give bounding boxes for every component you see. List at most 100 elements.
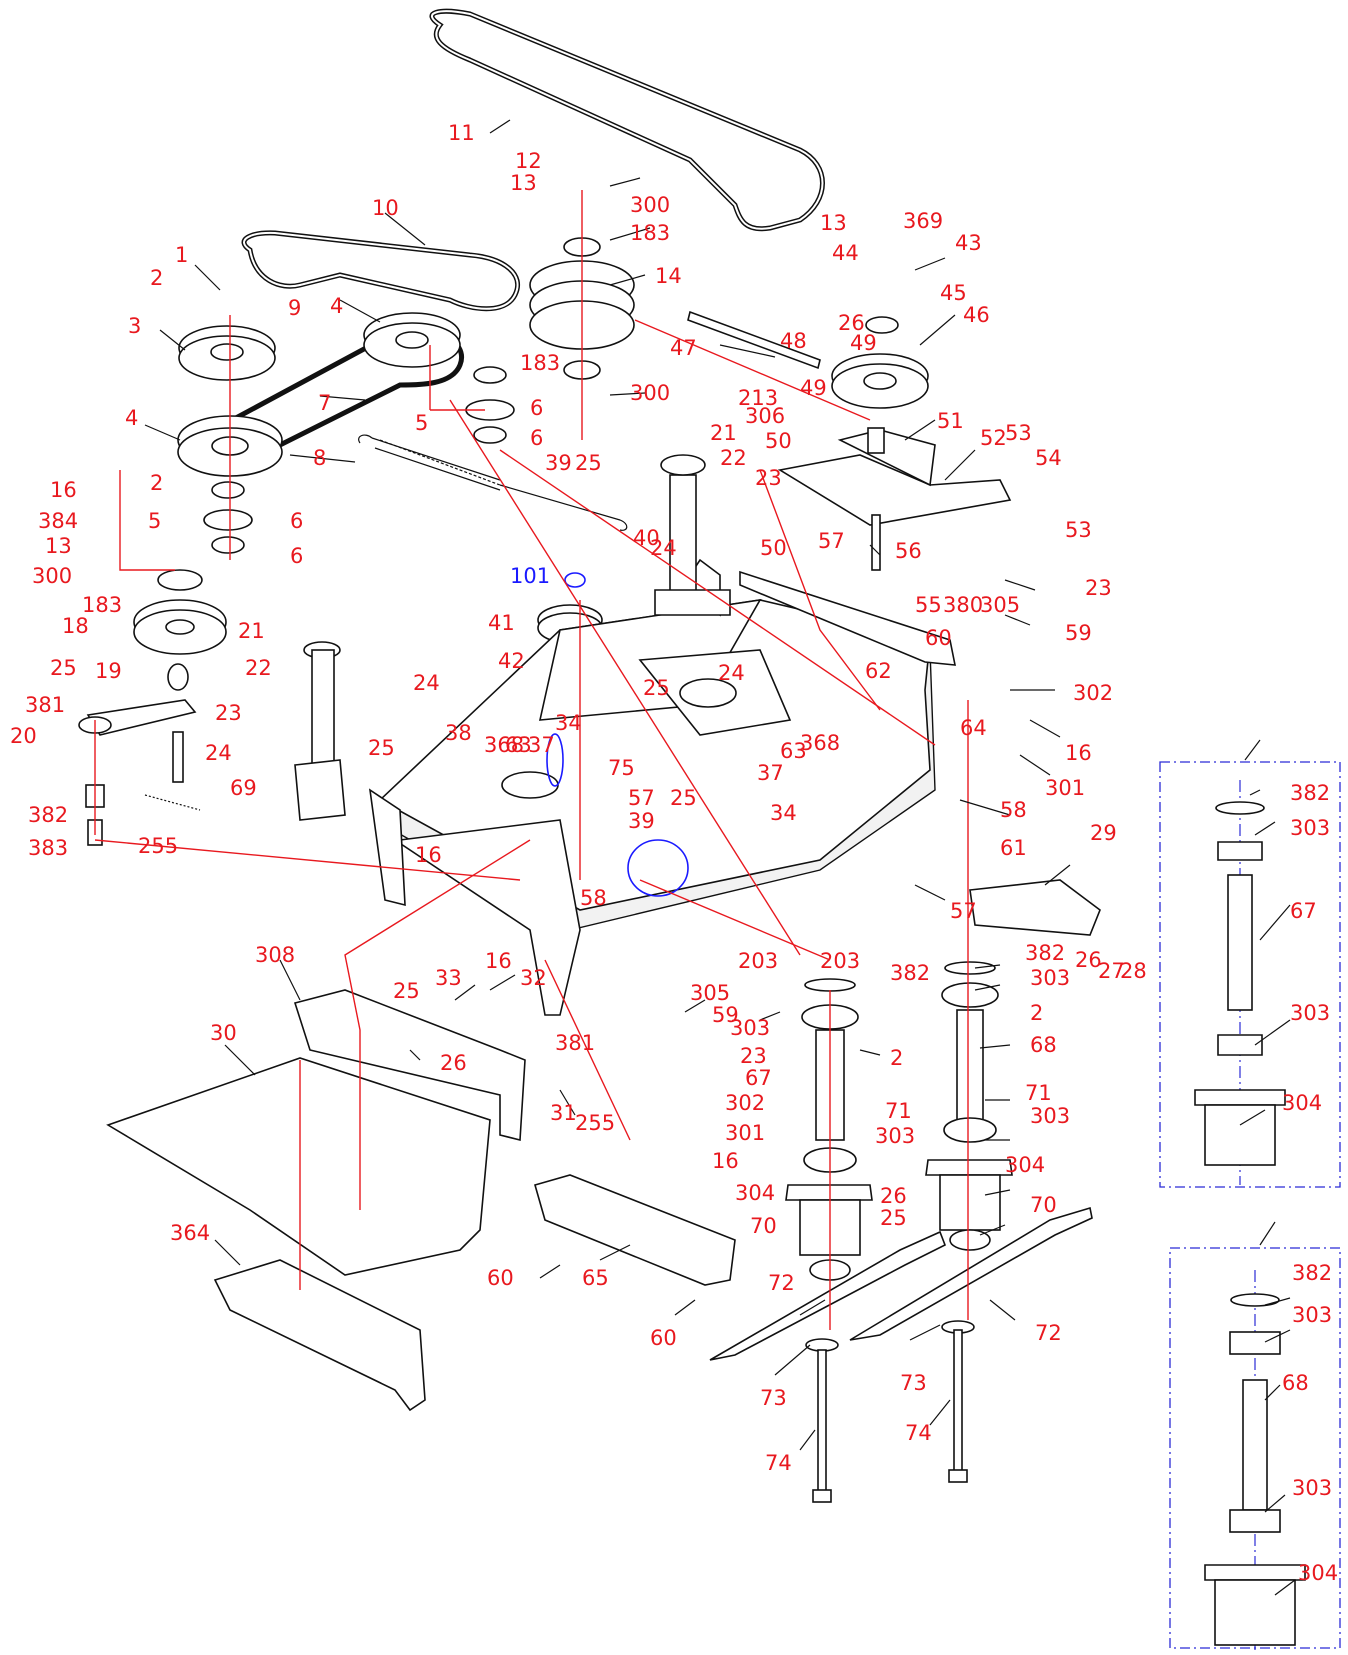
label-37: 39 <box>545 451 572 475</box>
label-255: 255 <box>575 1111 615 1135</box>
label-305b: 304 <box>735 1181 775 1205</box>
label-24e: 25 <box>393 979 420 1003</box>
label-301b: 302 <box>725 1091 765 1115</box>
label-306b: 305 <box>690 981 730 1005</box>
label-303: 364 <box>170 1221 210 1245</box>
label-50: 51 <box>937 409 964 433</box>
label-24d: 25 <box>880 1206 907 1230</box>
label-68: 69 <box>230 776 257 800</box>
label-24g: 25 <box>50 656 77 680</box>
pulley-3 <box>178 325 276 381</box>
discharge-chute-29 <box>106 1057 491 1276</box>
label-16b: 16 <box>712 1149 739 1173</box>
label-6b: 6 <box>530 426 543 450</box>
label-63: 63 <box>780 739 807 763</box>
label-70: 71 <box>1025 1081 1052 1105</box>
spindle-67-assembly <box>925 961 1013 1251</box>
label-22: 23 <box>755 466 782 490</box>
label-66-inset1: 67 <box>1290 899 1317 923</box>
bracket-303 <box>213 1259 426 1412</box>
label-16e: 16 <box>50 478 77 502</box>
height-post-20 <box>294 641 346 821</box>
label-22b: 23 <box>1085 576 1112 600</box>
label-304d: 303 <box>875 1124 915 1148</box>
label-21b: 22 <box>245 656 272 680</box>
label-13b: 13 <box>820 211 847 235</box>
inset-384 <box>1169 1247 1341 1650</box>
label-24c: 25 <box>670 786 697 810</box>
label-45: 46 <box>963 303 990 327</box>
label-5b: 5 <box>148 509 161 533</box>
label-39: 39 <box>628 809 655 833</box>
label-24: 25 <box>643 676 670 700</box>
label-101c: 183 <box>82 593 122 617</box>
label-54: 55 <box>915 593 942 617</box>
label-7: 7 <box>318 391 331 415</box>
label-53: 54 <box>1035 446 1062 470</box>
bracket-302 <box>293 989 526 1142</box>
label-364b: 368 <box>484 733 524 757</box>
belt-10 <box>241 230 521 312</box>
label-24f: 25 <box>368 736 395 760</box>
label-40: 41 <box>488 611 515 635</box>
spacer-5-6-stack <box>203 366 515 554</box>
blue-loop-74 <box>546 733 564 787</box>
label-382-inset1: 382 <box>1290 781 1330 805</box>
label-59b: 59 <box>712 1003 739 1027</box>
label-62: 62 <box>865 659 892 683</box>
label-46: 47 <box>670 336 697 360</box>
label-52b: 53 <box>1065 518 1092 542</box>
label-19: 20 <box>10 724 37 748</box>
label-6c: 6 <box>290 509 303 533</box>
label-41: 42 <box>498 649 525 673</box>
label-30: 31 <box>550 1101 577 1125</box>
pulley-4-top <box>363 312 461 368</box>
blade-71-left <box>709 1230 947 1361</box>
label-33: 34 <box>770 801 797 825</box>
label-13: 13 <box>510 171 537 195</box>
label-381: 384 <box>38 509 78 533</box>
label-42: 43 <box>955 231 982 255</box>
label-22c: 23 <box>740 1044 767 1068</box>
label-364: 368 <box>800 731 840 755</box>
label-69b: 70 <box>750 1214 777 1238</box>
label-300: 301 <box>1045 776 1085 800</box>
label-14: 14 <box>655 264 682 288</box>
label-304-inset2a: 303 <box>1292 1303 1332 1327</box>
label-20: 21 <box>710 421 737 445</box>
label-25d: 26 <box>440 1051 467 1075</box>
label-8: 8 <box>313 446 326 470</box>
label-368: 381 <box>555 1031 595 1055</box>
label-51: 52 <box>980 426 1007 450</box>
spring-213 <box>144 794 201 811</box>
label-65: 65 <box>582 1266 609 1290</box>
label-101: 183 <box>630 221 670 245</box>
label-2c: 2 <box>890 1046 903 1070</box>
label-49b: 50 <box>760 536 787 560</box>
label-71: 72 <box>768 1271 795 1295</box>
belt-11 <box>429 8 825 232</box>
label-302: 308 <box>255 943 295 967</box>
label-23c: 24 <box>413 671 440 695</box>
rod-46 <box>687 310 821 370</box>
label-58: 58 <box>1000 798 1027 822</box>
label-56: 57 <box>818 529 845 553</box>
label-16: 16 <box>1065 741 1092 765</box>
label-213: 255 <box>138 834 178 858</box>
label-4b: 4 <box>125 406 138 430</box>
label-5: 5 <box>415 411 428 435</box>
label-60b: 60 <box>487 1266 514 1290</box>
label-63b: 63 <box>505 733 532 757</box>
pulley-17-idler <box>133 569 227 655</box>
label-305: 304 <box>1005 1153 1045 1177</box>
label-301: 302 <box>1073 681 1113 705</box>
label-2: 2 <box>150 266 163 290</box>
label-25c: 26 <box>880 1184 907 1208</box>
label-299: 300 <box>630 193 670 217</box>
label-306: 305 <box>980 593 1020 617</box>
idler-arm-19 <box>78 663 197 846</box>
label-299c: 300 <box>32 564 72 588</box>
deck-61 <box>368 454 936 1016</box>
label-380: 383 <box>28 836 68 860</box>
